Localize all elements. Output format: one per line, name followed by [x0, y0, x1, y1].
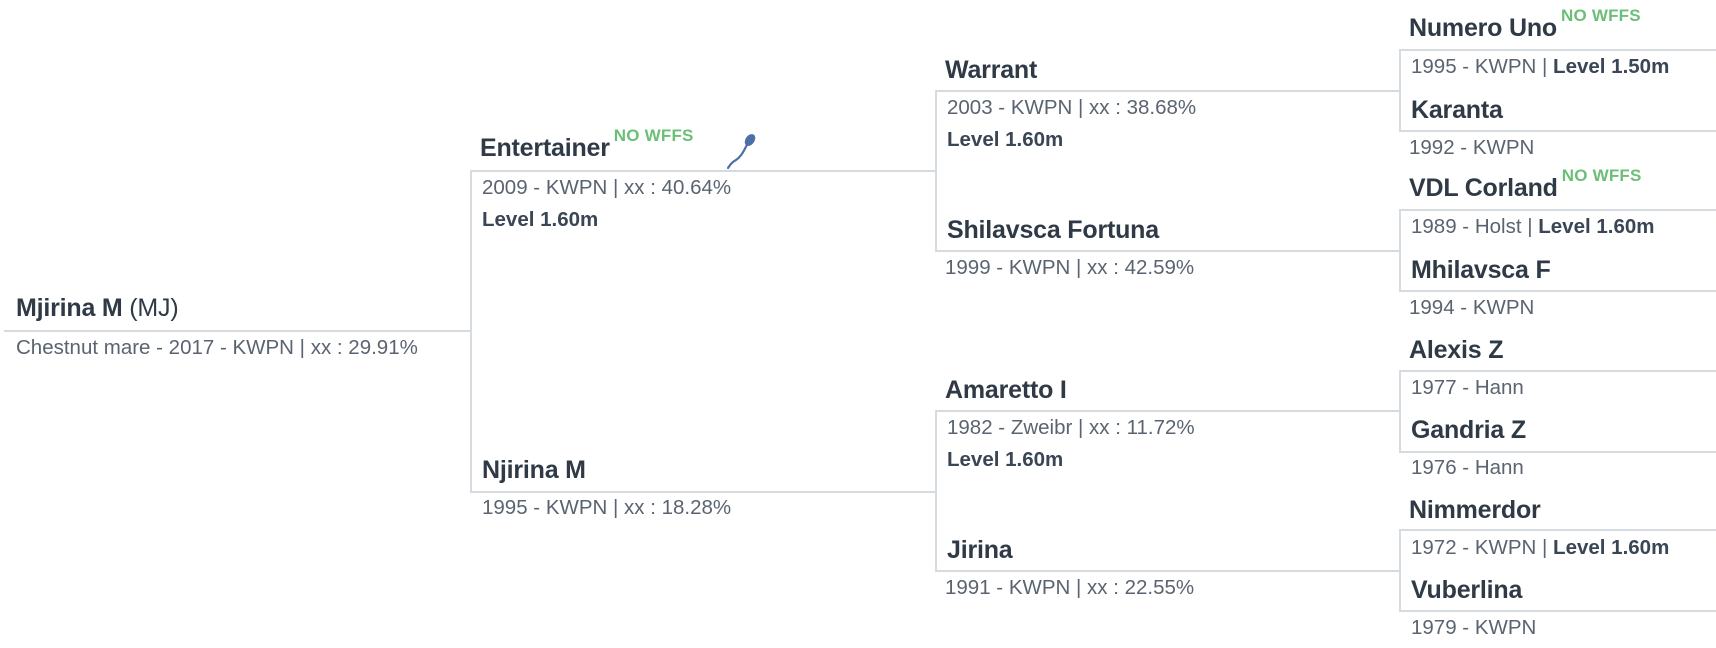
horse-info: 1989 - Holst | Level 1.60m	[1411, 215, 1655, 238]
connector-line	[935, 250, 1400, 252]
connector-line	[935, 90, 1400, 92]
horse-name: Mjirina M	[16, 294, 123, 322]
connector-line	[1399, 610, 1716, 612]
horse-info: 1995 - KWPN | Level 1.50m	[1411, 55, 1670, 78]
connector-line	[935, 410, 1400, 412]
no-wffs-badge: NO WFFS	[1561, 166, 1642, 185]
horse-name: Entertainer	[480, 134, 610, 162]
connector-line	[1399, 529, 1401, 611]
connector-line	[470, 170, 936, 172]
horse-name-link[interactable]: Mjirina M (MJ)	[16, 294, 179, 323]
horse-level: Level 1.60m	[1553, 536, 1670, 559]
horse-info: 1976 - Hann	[1411, 456, 1524, 479]
horse-name-link[interactable]: Vuberlina	[1411, 576, 1523, 604]
no-wffs-badge: NO WFFS	[613, 126, 694, 145]
horse-name-link[interactable]: Mhilavsca F	[1411, 256, 1551, 284]
horse-info: 1991 - KWPN | xx : 22.55%	[945, 576, 1195, 599]
horse-level: Level 1.50m	[1553, 55, 1670, 78]
connector-line	[1399, 370, 1716, 372]
horse-info: 1995 - KWPN | xx : 18.28%	[482, 496, 732, 519]
connector-line	[1399, 209, 1716, 211]
horse-info: 1977 - Hann	[1411, 376, 1524, 399]
connector-line	[935, 90, 937, 251]
horse-info: 1994 - KWPN	[1409, 296, 1535, 319]
horse-name-link[interactable]: Gandria Z	[1411, 416, 1526, 444]
horse-info: 1972 - KWPN | Level 1.60m	[1411, 536, 1670, 559]
horse-name-link[interactable]: Alexis Z	[1409, 336, 1504, 364]
horse-name-link[interactable]: Nimmerdor	[1409, 496, 1541, 524]
horse-name-link[interactable]: Jirina	[947, 536, 1013, 564]
sperm-icon[interactable]	[724, 134, 758, 170]
horse-level: Level 1.60m	[947, 448, 1064, 471]
connector-line	[935, 410, 937, 571]
horse-name: Numero Uno	[1409, 14, 1558, 42]
horse-suffix: (MJ)	[129, 294, 179, 322]
connector-line	[470, 491, 936, 493]
horse-info: 1982 - Zweibr | xx : 11.72%	[947, 416, 1195, 439]
connector-line	[4, 330, 470, 332]
horse-info: Chestnut mare - 2017 - KWPN | xx : 29.91…	[16, 336, 418, 359]
horse-level: Level 1.60m	[482, 208, 599, 231]
connector-line	[1399, 290, 1716, 292]
connector-line	[1399, 451, 1716, 453]
connector-line	[470, 170, 472, 492]
connector-line	[1399, 370, 1401, 452]
horse-level: Level 1.60m	[947, 128, 1064, 151]
horse-name-link[interactable]: Karanta	[1411, 96, 1503, 124]
horse-level: Level 1.60m	[1538, 215, 1655, 238]
horse-name-link[interactable]: Shilavsca Fortuna	[947, 216, 1159, 244]
horse-info: 1979 - KWPN	[1411, 616, 1537, 639]
connector-line	[1399, 49, 1716, 51]
horse-name-link[interactable]: Amaretto I	[945, 376, 1067, 404]
connector-line	[1399, 130, 1716, 132]
horse-info: 2003 - KWPN | xx : 38.68%	[947, 96, 1197, 119]
horse-name: VDL Corland	[1409, 174, 1558, 202]
connector-line	[1399, 49, 1401, 131]
horse-info: 1999 - KWPN | xx : 42.59%	[945, 256, 1195, 279]
horse-name-link[interactable]: Warrant	[945, 56, 1038, 84]
horse-info: 2009 - KWPN | xx : 40.64%	[482, 176, 732, 199]
connector-line	[1399, 529, 1716, 531]
connector-line	[935, 570, 1400, 572]
connector-line	[1399, 209, 1401, 291]
no-wffs-badge: NO WFFS	[1561, 6, 1641, 25]
horse-name-link[interactable]: Njirina M	[482, 456, 586, 484]
horse-info: 1992 - KWPN	[1409, 136, 1535, 159]
